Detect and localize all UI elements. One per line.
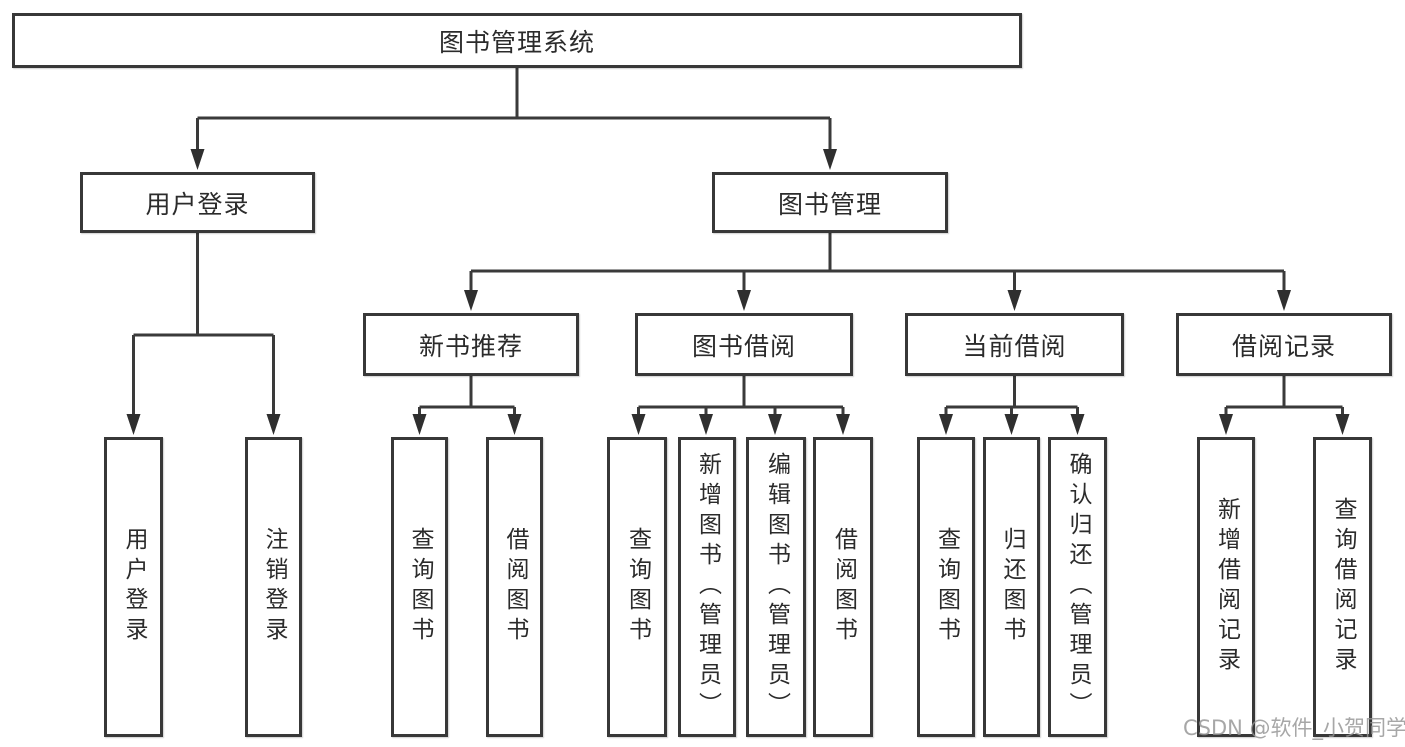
leaf-logout: 注销登录	[245, 437, 302, 737]
node-label: 新书推荐	[418, 331, 523, 361]
leaf-query-borrow-record: 查询借阅记录	[1313, 437, 1372, 737]
leaf-add-borrow-record: 新增借阅记录	[1197, 437, 1255, 737]
leaf-borrow-books-2: 借阅图书	[813, 437, 873, 737]
arrowhead	[1277, 290, 1291, 311]
node-label: 用户登录	[145, 189, 250, 219]
connector-line	[637, 376, 845, 414]
watermark-text: CSDN @软件_小贺同学	[1183, 716, 1405, 740]
node-borrow-records: 借阅记录	[1176, 313, 1392, 376]
node-label: 借阅记录	[1231, 331, 1336, 361]
leaf-label: 注销登录	[261, 527, 287, 647]
leaf-query-books-recommend: 查询图书	[391, 437, 448, 737]
connector-line	[1224, 376, 1344, 414]
connector-user-login-children	[126, 233, 281, 435]
connector-book-borrow-children	[631, 376, 850, 435]
arrowhead	[1335, 414, 1350, 435]
leaf-label: 用户登录	[121, 527, 147, 647]
connector-book-management-children	[464, 233, 1291, 311]
arrowhead	[631, 414, 646, 435]
node-label: 图书借阅	[691, 331, 796, 361]
leaf-query-books-current: 查询图书	[917, 437, 975, 737]
connector-borrow-records-children	[1219, 376, 1350, 435]
node-label: 图书管理	[777, 189, 882, 219]
connector-line	[418, 376, 516, 414]
arrowhead	[507, 414, 522, 435]
arrowhead	[823, 149, 837, 170]
arrowhead	[699, 414, 713, 435]
connector-current-borrow-children	[939, 376, 1085, 435]
leaf-label: 查询借阅记录	[1330, 497, 1356, 677]
arrowhead	[126, 414, 141, 435]
leaf-confirm-return-admin: 确认归还（管理员）	[1048, 437, 1107, 737]
arrowhead	[1219, 414, 1233, 435]
connector-line	[132, 233, 275, 414]
arrowhead	[412, 414, 427, 435]
leaf-label: 确认归还（管理员）	[1065, 452, 1091, 722]
node-book-borrow: 图书借阅	[635, 313, 853, 376]
leaf-label: 查询图书	[407, 527, 433, 647]
connector-line	[469, 233, 1286, 291]
node-label: 当前借阅	[962, 331, 1067, 361]
leaf-label: 查询图书	[624, 527, 651, 647]
leaf-label: 归还图书	[999, 527, 1025, 647]
arrowhead	[1004, 414, 1019, 435]
node-current-borrow: 当前借阅	[905, 313, 1124, 376]
leaf-label: 查询图书	[933, 527, 960, 647]
node-library-system: 图书管理系统	[12, 13, 1022, 68]
leaf-add-book-admin: 新增图书（管理员）	[678, 437, 736, 737]
arrowhead	[464, 290, 478, 311]
connector-root-to-level2	[190, 68, 837, 170]
node-label: 图书管理系统	[438, 27, 595, 57]
arrowhead	[836, 414, 850, 435]
arrowhead	[190, 149, 205, 170]
node-book-management: 图书管理	[712, 172, 948, 233]
arrowhead	[1070, 414, 1085, 435]
connector-line	[944, 376, 1079, 414]
leaf-borrow-books-recommend: 借阅图书	[486, 437, 543, 737]
leaf-query-books-borrow: 查询图书	[607, 437, 667, 737]
arrowhead	[1007, 290, 1022, 311]
node-user-login: 用户登录	[80, 172, 315, 233]
arrowhead	[737, 290, 751, 311]
arrowhead	[266, 414, 281, 435]
arrowhead	[768, 414, 782, 435]
node-new-book-recommend: 新书推荐	[363, 313, 579, 376]
leaf-label: 新增借阅记录	[1213, 497, 1240, 677]
leaf-label: 借阅图书	[502, 527, 528, 647]
leaf-user-login: 用户登录	[104, 437, 163, 737]
leaf-return-book: 归还图书	[983, 437, 1040, 737]
arrowhead	[939, 414, 953, 435]
leaf-label: 编辑图书（管理员）	[763, 452, 790, 722]
connector-new-book-recommend-children	[412, 376, 522, 435]
leaf-label: 新增图书（管理员）	[694, 452, 721, 722]
leaf-label: 借阅图书	[830, 527, 857, 647]
leaf-edit-book-admin: 编辑图书（管理员）	[746, 437, 806, 737]
connector-line	[196, 68, 832, 150]
